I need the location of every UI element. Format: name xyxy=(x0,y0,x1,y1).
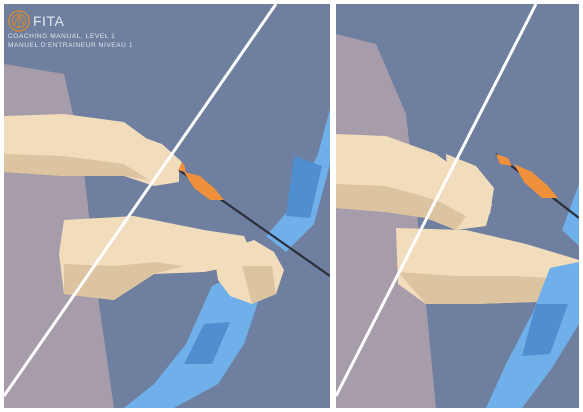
brand-row: FITA xyxy=(8,10,208,32)
arrow-fletching xyxy=(184,172,224,200)
fita-archer-emblem-icon xyxy=(8,10,30,32)
archer-body xyxy=(336,34,436,408)
subtitle-english: Coaching Manual, Level 1 xyxy=(8,32,208,41)
subtitle-french: Manuel d'Entraineur Niveau 1 xyxy=(8,41,208,50)
left-scene-svg xyxy=(4,4,330,408)
left-illustration-panel xyxy=(4,4,330,408)
arrow-fletching xyxy=(514,164,558,198)
right-illustration-panel xyxy=(336,4,579,408)
brand-name: FITA xyxy=(33,10,64,32)
manual-header: FITA Coaching Manual, Level 1 Manuel d'E… xyxy=(8,10,208,50)
right-scene-svg xyxy=(336,4,579,408)
